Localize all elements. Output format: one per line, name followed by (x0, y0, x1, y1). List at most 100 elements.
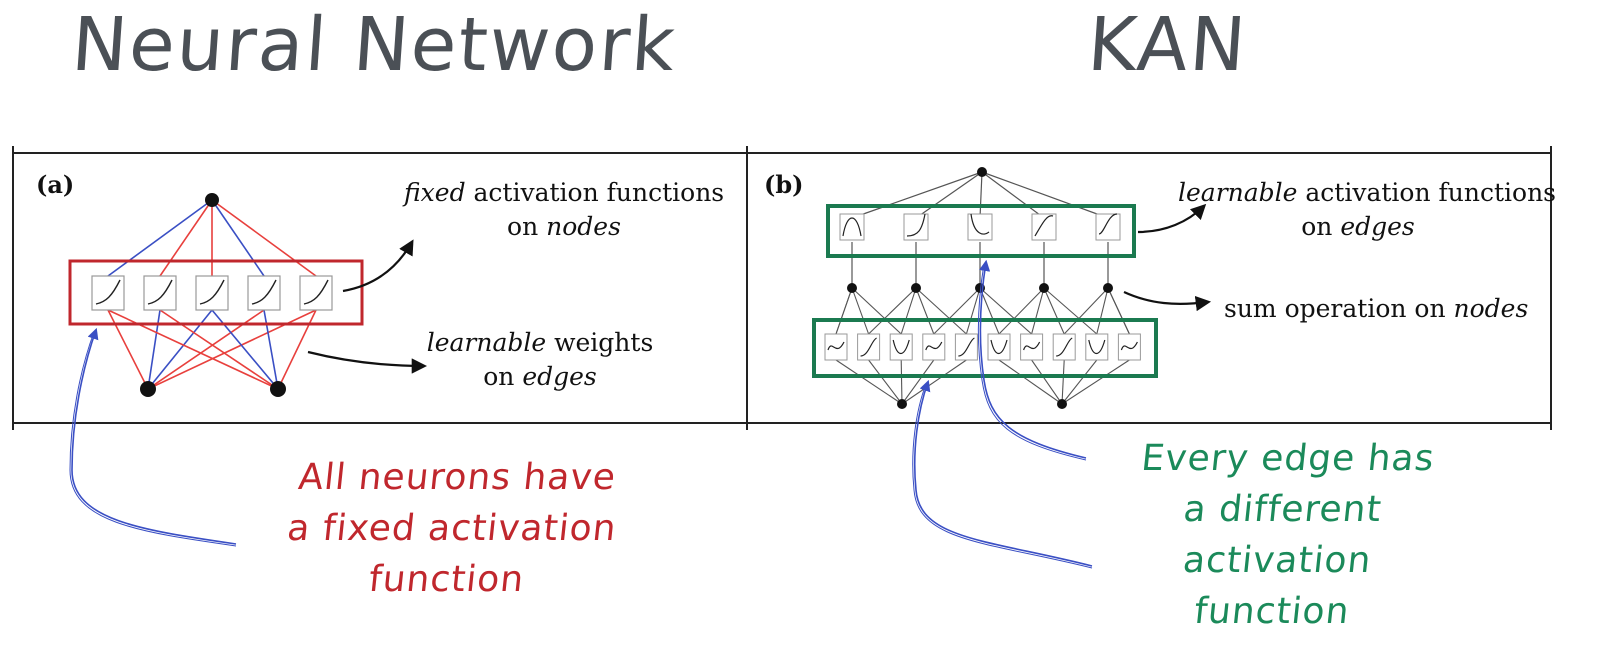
nn-edge-bottom (263, 309, 279, 390)
nn-edge-top (211, 199, 317, 277)
kan-edge (900, 359, 903, 405)
nn-input-node-2 (270, 381, 286, 397)
kan-arrow-learnable (1137, 203, 1207, 234)
panel-b-border-left (746, 146, 748, 430)
kan-edges (835, 171, 1130, 405)
kan-bottom-activation-box (812, 318, 1158, 378)
kan-edge (868, 287, 917, 335)
ann-a-bot-italic: learnable (426, 328, 547, 357)
kan-edge (981, 171, 1109, 219)
nn-edge-bottom (277, 309, 317, 390)
ann-a-top-rest: activation functions (465, 178, 725, 207)
kan-top-function-curve (906, 213, 926, 237)
kan-edge (1061, 359, 1098, 405)
kan-edge (1096, 287, 1109, 335)
kan-edge (868, 359, 903, 405)
ann-b-top-l2-italic: edges (1340, 212, 1415, 241)
note-kan-line-1: Every edge has (1139, 438, 1437, 479)
note-kan: Every edge has a different activation fu… (1089, 433, 1470, 637)
kan-edge (851, 171, 983, 219)
kan-bottom-function-box (824, 333, 848, 361)
ann-b-top-italic: learnable (1178, 178, 1298, 207)
kan-edge (1107, 287, 1130, 335)
panel-b-border-top (746, 152, 1552, 154)
kan-bottom-function-curve (990, 339, 1008, 355)
kan-top-activation-box (826, 204, 1136, 258)
nn-edge-bottom (107, 309, 149, 390)
note-neural-network: All neurons have a fixed activation func… (254, 452, 650, 605)
kan-bottom-function-curve (1023, 341, 1041, 351)
kan-top-function-curve (1098, 213, 1118, 235)
panel-b-border-right (1550, 146, 1552, 430)
nn-edge-top (159, 199, 213, 277)
nn-edges-top (107, 199, 317, 277)
nn-function-curve (147, 279, 173, 305)
nn-edge-top (107, 199, 213, 277)
kan-bottom-function-curve (827, 341, 845, 351)
panel-b-annotation-learnable: learnable activation functions on edges (1178, 176, 1556, 244)
kan-nodes (847, 167, 1113, 409)
kan-bottom-function-box (889, 333, 913, 361)
nn-arrow-fixed (342, 239, 414, 293)
ann-a-top-l2-prefix: on (507, 212, 547, 241)
ann-a-top-italic: fixed (404, 178, 466, 207)
nn-edge-bottom (211, 309, 279, 390)
nn-function-curve (95, 279, 121, 305)
kan-edge (900, 287, 917, 335)
kan-bottom-function-box (1117, 333, 1141, 361)
note-kan-line-3: activation (1181, 540, 1374, 581)
kan-edge (1061, 359, 1130, 405)
kan-bottom-function-curve (1056, 337, 1073, 357)
kan-edge (915, 287, 935, 335)
nn-edge-bottom (147, 309, 265, 390)
nn-function-boxes (91, 275, 333, 311)
note-nn-line-3: function (366, 559, 527, 600)
ann-a-bot-l2-prefix: on (483, 362, 523, 391)
kan-edge (901, 359, 935, 405)
panel-a-border-bottom (12, 422, 746, 424)
nn-pointer-arrow (69, 327, 237, 547)
nn-function-curve (199, 279, 225, 305)
kan-arrow-sum (1123, 291, 1212, 312)
panel-a-label: (a) (36, 170, 75, 199)
nn-edge-bottom (107, 309, 279, 390)
panel-b: (b) learnable activation functions on ed… (746, 146, 1556, 430)
kan-bottom-function-box (1020, 333, 1044, 361)
kan-edge (851, 287, 902, 335)
ann-b-mid-italic: nodes (1453, 294, 1529, 323)
panel-b-annotation-sum: sum operation on nodes (1224, 292, 1528, 326)
ann-a-top-l2-italic: nodes (546, 212, 621, 241)
kan-bottom-function-box (1085, 333, 1109, 361)
panel-a-annotation-fixed: fixed activation functions on nodes (404, 176, 724, 244)
kan-edge (998, 287, 1045, 335)
nn-function-curve (303, 279, 329, 305)
nn-edges-bottom (107, 309, 317, 390)
kan-edge (1063, 287, 1109, 335)
kan-top-function-curve (970, 213, 990, 235)
kan-output-node (977, 167, 987, 177)
kan-edge (901, 359, 967, 405)
kan-edge (835, 287, 853, 335)
ann-a-bot-l2-italic: edges (522, 362, 597, 391)
kan-bottom-function-box (922, 333, 946, 361)
nn-edge-bottom (147, 309, 317, 390)
kan-pointer-arrow-bottom (912, 379, 1093, 569)
kan-edge (933, 287, 981, 335)
kan-bottom-function-curve (860, 337, 877, 357)
kan-edge (851, 287, 870, 335)
kan-edge (1043, 287, 1065, 335)
nn-edge-bottom (159, 309, 279, 390)
panel-a-annotation-learnable: learnable weights on edges (420, 326, 660, 394)
nn-input-node-1 (140, 381, 156, 397)
kan-edge (835, 359, 903, 405)
kan-edge (1031, 359, 1063, 405)
nn-arrow-learnable (307, 350, 428, 374)
kan-bottom-function-box (987, 333, 1011, 361)
nn-function-curve (251, 279, 277, 305)
kan-edge (1061, 359, 1065, 405)
kan-sum-node (911, 283, 921, 293)
kan-bottom-function-curve (958, 337, 975, 357)
panel-a-border-top (12, 152, 746, 154)
kan-bottom-function-curve (1120, 341, 1138, 351)
